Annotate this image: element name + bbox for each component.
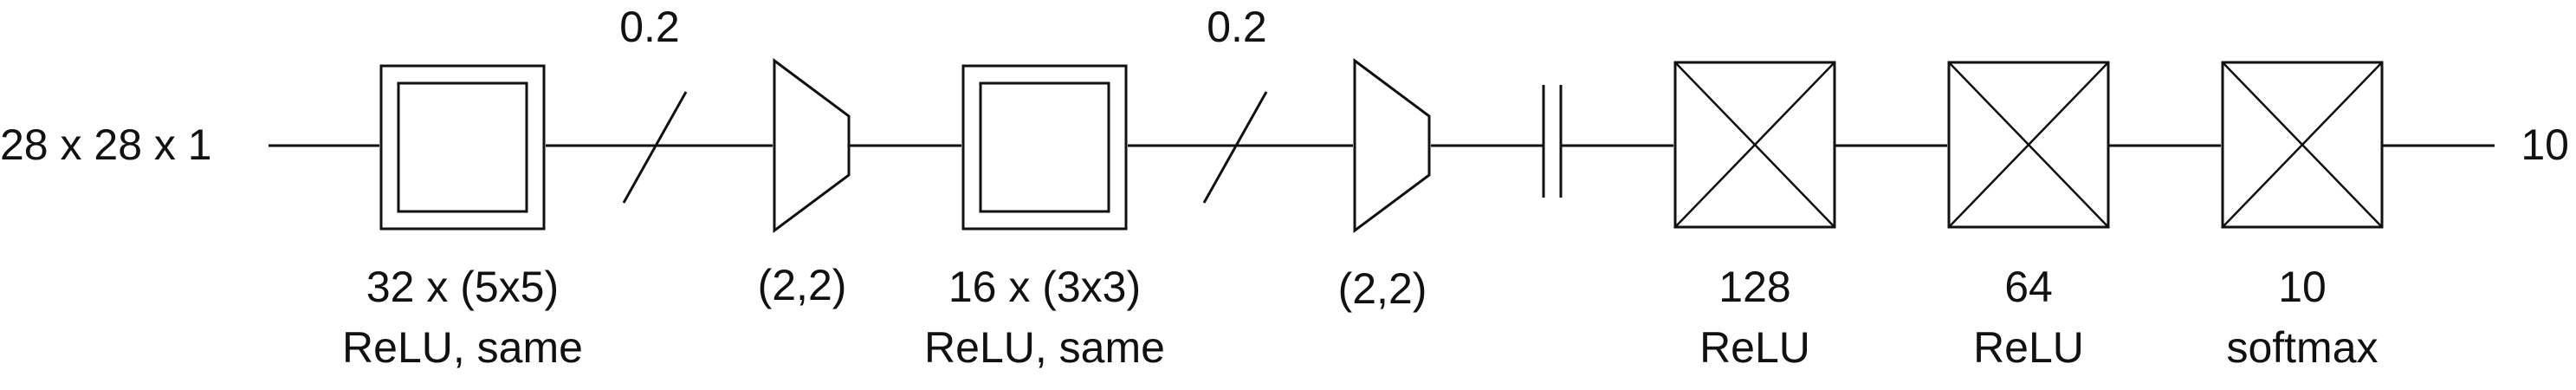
pool1-block: (2,2) [758, 58, 851, 309]
dropout2-slash [1202, 91, 1268, 204]
dense3-box [2221, 61, 2384, 229]
dropout1-rate-label: 0.2 [619, 3, 680, 51]
dense1-cross-b [1674, 62, 1835, 228]
dense1-activation-label: ReLU [1699, 323, 1810, 372]
conv1-block: 32 x (5x5) ReLU, same [342, 64, 583, 372]
flatten-block [1542, 85, 1563, 198]
pool2-size-label: (2,2) [1338, 264, 1427, 313]
conv2-activation-label: ReLU, same [924, 323, 1165, 372]
dense3-units-label: 10 [2278, 263, 2327, 311]
dropout1-slash [622, 91, 688, 204]
dense1-block: 128 ReLU [1673, 61, 1836, 372]
dense2-activation-label: ReLU [1973, 323, 2084, 372]
conv1-activation-label: ReLU, same [342, 323, 583, 372]
dense3-activation-label: softmax [2226, 323, 2378, 372]
conv1-inner-box [397, 81, 528, 213]
dense3-cross-b [2222, 62, 2383, 228]
dropout1-block: 0.2 [619, 3, 688, 204]
conv2-block: 16 x (3x3) ReLU, same [924, 64, 1165, 372]
conv2-inner-box [979, 81, 1110, 213]
dense1-units-label: 128 [1718, 263, 1790, 311]
pool1-trapezoid [773, 58, 851, 233]
dropout2-rate-label: 0.2 [1207, 3, 1267, 51]
pool2-trapezoid [1353, 58, 1431, 233]
conv1-filters-label: 32 x (5x5) [366, 263, 559, 311]
conv1-outer-box [379, 64, 546, 231]
dense2-units-label: 64 [2004, 263, 2053, 311]
conv2-filters-label: 16 x (3x3) [948, 263, 1141, 311]
dense1-box [1673, 61, 1836, 229]
dense2-cross-b [1948, 62, 2109, 228]
dense2-box [1947, 61, 2110, 229]
input-label: 28 x 28 x 1 [0, 120, 212, 169]
dense3-block: 10 softmax [2221, 61, 2384, 372]
output-label: 10 [2521, 120, 2569, 169]
dense2-block: 64 ReLU [1947, 61, 2110, 372]
conv2-outer-box [961, 64, 1128, 231]
pool2-block: (2,2) [1338, 58, 1431, 313]
pool1-size-label: (2,2) [758, 261, 847, 309]
dropout2-block: 0.2 [1202, 3, 1268, 204]
